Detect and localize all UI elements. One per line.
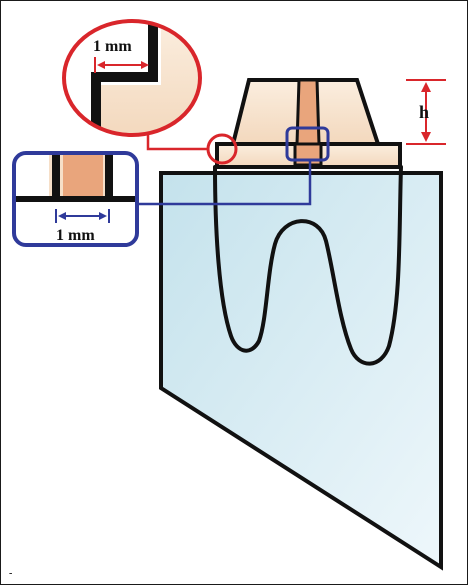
post-base [293, 142, 323, 167]
post [295, 78, 321, 146]
top-callout-content [64, 21, 200, 135]
base-block [159, 171, 443, 571]
top-callout-circle [62, 19, 202, 137]
left-callout-content [14, 153, 137, 245]
corner-mark: - [9, 568, 12, 579]
left-callout-label: 1 mm [56, 227, 95, 244]
blue-connector [137, 160, 312, 206]
root-outline [213, 165, 403, 366]
left-callout-dimension [55, 209, 110, 223]
top-callout-label: 1 mm [93, 38, 132, 55]
left-callout-box [12, 151, 139, 247]
height-label: h [419, 102, 429, 122]
top-callout-dimension [94, 57, 149, 73]
post-marker-square [285, 126, 330, 162]
height-dimension [406, 79, 446, 145]
